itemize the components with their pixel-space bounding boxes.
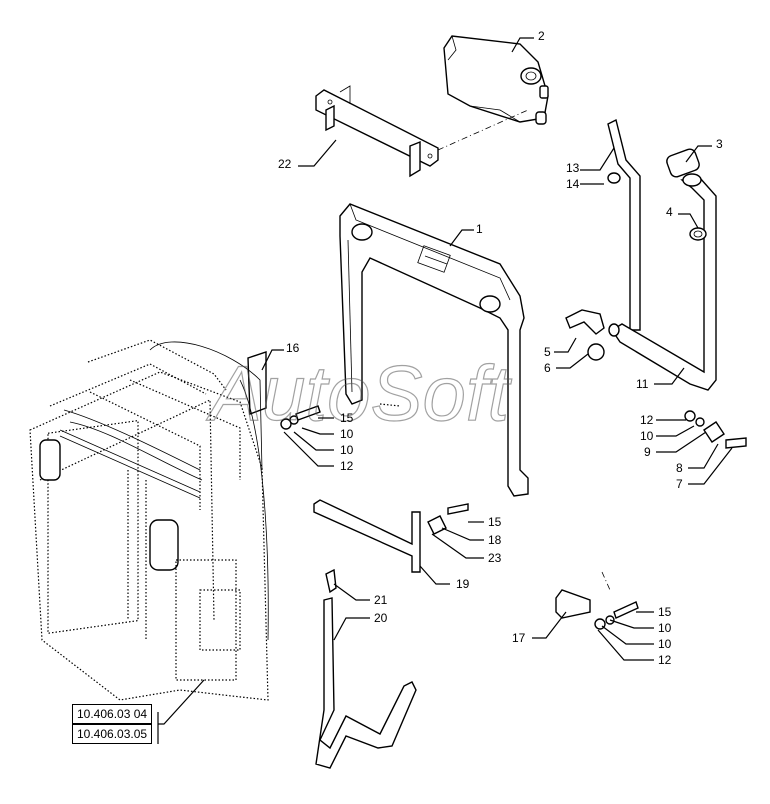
callout-2: 2 [538,29,545,43]
clamp-4 [689,227,707,241]
pipe-11 [607,118,717,391]
callout-5: 5 [544,345,551,359]
callout-18: 18 [488,533,502,547]
callout-12a: 12 [340,459,354,473]
bracket-17 [555,571,639,630]
callout-10e: 10 [658,637,672,651]
fasteners-upper-left [247,351,321,430]
callout-13: 13 [566,161,580,175]
callout-4: 4 [666,205,673,219]
callout-12b: 12 [640,413,654,427]
callout-22: 22 [278,157,292,171]
callout-7: 7 [676,477,683,491]
expansion-tank [443,35,549,125]
callout-1: 1 [476,222,483,236]
callout-3: 3 [716,137,723,151]
radiator-frame [339,203,529,497]
callout-8: 8 [676,461,683,475]
callout-15b: 15 [488,515,502,529]
callout-10a: 10 [340,427,354,441]
callout-17: 17 [512,631,526,645]
bracket-22 [315,85,439,178]
callout-23: 23 [488,551,502,565]
callout-16: 16 [286,341,300,355]
fasteners-right [684,410,747,449]
callout-9: 9 [644,445,651,459]
callout-10d: 10 [658,621,672,635]
clamp-14 [607,172,621,184]
callout-6: 6 [544,361,551,375]
callout-labels: 2 22 3 13 14 4 1 16 5 6 11 15 10 10 12 1… [278,29,723,667]
reference-box-2[interactable]: 10.406.03.05 [72,724,153,744]
centre-line [437,109,529,151]
callout-11: 11 [636,377,649,391]
callout-20: 20 [374,611,388,625]
callout-10c: 10 [640,429,654,443]
leader-lines [157,37,733,744]
reference-box-1[interactable]: 10.406.03 04 [72,704,153,724]
callout-10b: 10 [340,443,354,457]
pipe-20 [315,568,417,769]
callout-15c: 15 [658,605,672,619]
callout-19: 19 [456,577,470,591]
hose-5 [565,309,605,361]
callout-15a: 15 [340,411,354,425]
callout-12c: 12 [658,653,672,667]
callout-14: 14 [566,177,580,191]
callout-21: 21 [374,593,388,607]
bracket-19 [313,499,469,573]
cooling-pack [29,339,269,701]
watermark: AutoSoft [206,349,513,437]
